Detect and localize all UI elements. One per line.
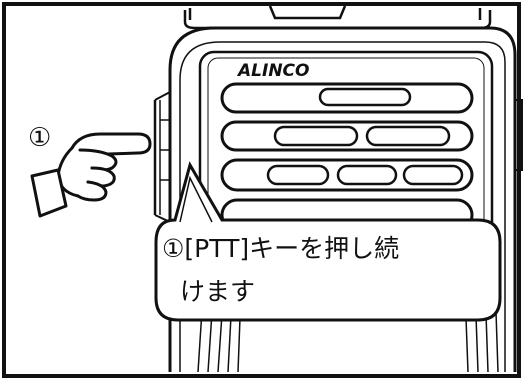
pointing-hand-icon [30, 132, 152, 218]
callout-line-2: けます [180, 277, 255, 306]
step-number-label: ① [28, 123, 51, 153]
grip-ribs [197, 309, 499, 373]
callout-bubble [154, 161, 502, 322]
radio-body [153, 26, 523, 372]
callout-line-1: ①[PTT]キーを押し続 [162, 234, 399, 263]
brand-logo: ALINCO [236, 61, 309, 81]
